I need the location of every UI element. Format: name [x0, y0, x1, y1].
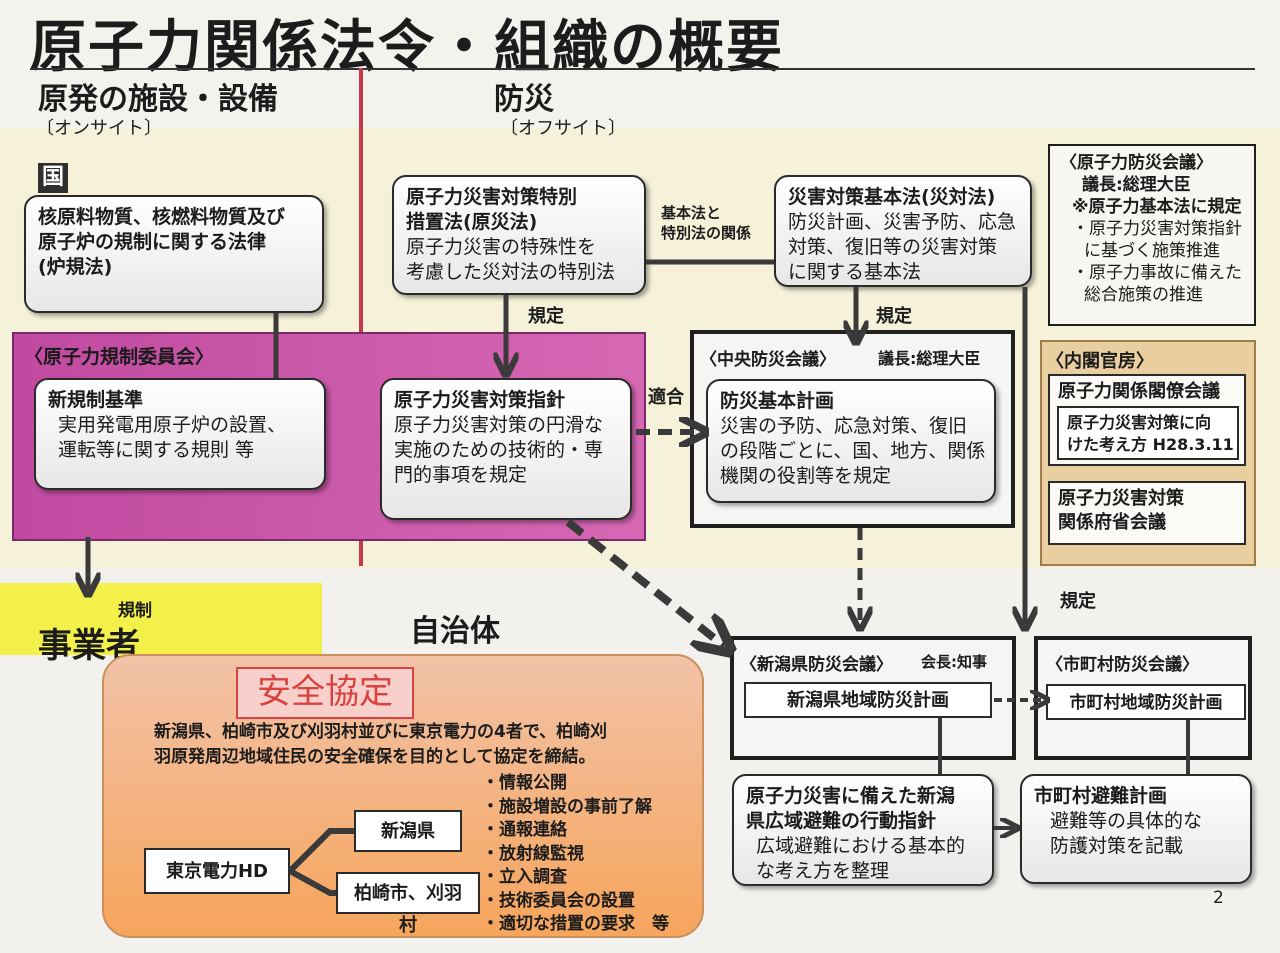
evacuation-plan-box: 市町村避難計画 避難等の具体的な 防護対策を記載 — [1020, 774, 1252, 884]
nuclear-disaster-council-box: 〈原子力防災会議〉 議長:総理大臣 ※原子力基本法に規定 ・原子力災害対策指針 … — [1048, 144, 1256, 326]
guideline-line: 実施のための技術的・専 — [394, 439, 604, 461]
municipal-council-header: 〈市町村防災会議〉 — [1046, 655, 1199, 675]
guideline-dashed-arrow — [565, 518, 724, 646]
tepco-connector — [287, 828, 354, 874]
council-item: 総合施策の推進 — [1084, 285, 1203, 305]
council-note: ※原子力基本法に規定 — [1072, 197, 1242, 217]
kitei-label: 規定 — [1060, 591, 1096, 612]
policy-box: 原子力災害対策に向 けた考え方 H28.3.11 — [1057, 406, 1239, 460]
ministries-line: 原子力災害対策 — [1058, 488, 1184, 509]
new-regulation-line: 運転等に関する規則 等 — [58, 439, 255, 461]
basic-act-line: 対策、復旧等の災害対策 — [788, 236, 998, 258]
new-regulation-title: 新規制基準 — [48, 389, 144, 411]
basic-plan-box: 防災基本計画 災害の予防、応急対策、復旧 の段階ごとに、国、地方、関係 機関の役… — [706, 379, 996, 503]
nuclear-disaster-act-title: 原子力災害対策特別 — [406, 186, 578, 208]
guideline-line: 門的事項を規定 — [394, 464, 528, 486]
basic-act-title: 災害対策基本法(災対法) — [788, 186, 996, 208]
agreement-item: ・立入調査 — [482, 867, 567, 887]
council-chair: 議長:総理大臣 — [1082, 175, 1191, 195]
nuclear-disaster-act-line: 考慮した災対法の特別法 — [406, 261, 616, 283]
agreement-item: ・適切な措置の要求 等 — [482, 914, 669, 934]
safety-agreement-desc: 新潟県、柏崎市及び刈羽村並びに東京電力の4者で、柏崎刈 羽原発周辺地域住民の安全… — [154, 720, 607, 770]
relation-label-line: 特別法の関係 — [661, 224, 752, 242]
ministries-line: 関係府省会議 — [1058, 512, 1166, 533]
basic-act-line: 防災計画、災害予防、応急 — [788, 211, 1017, 233]
basic-plan-line: 機関の役割等を規定 — [720, 465, 892, 487]
council-title: 〈原子力防災会議〉 — [1060, 153, 1213, 173]
guideline-title: 原子力災害対策指針 — [394, 389, 566, 411]
nuclear-disaster-act-line: 原子力災害の特殊性を — [406, 236, 597, 258]
ministerial-meeting-title: 原子力関係閣僚会議 — [1058, 381, 1220, 402]
local-government-label: 自治体 — [410, 614, 500, 649]
safety-agreement-title: 安全協定 — [236, 667, 414, 719]
niigata-pref-box: 新潟県 — [354, 810, 462, 852]
reactor-law-box: 核原料物質、核燃料物質及び 原子炉の規制に関する法律 (炉規法) — [24, 195, 324, 313]
niigata-council-header: 〈新潟県防災会議〉 — [740, 655, 893, 675]
operator-highlight — [0, 583, 322, 655]
basic-act-box: 災害対策基本法(災対法) 防災計画、災害予防、応急 対策、復旧等の災害対策 に関… — [774, 175, 1032, 287]
onsite-heading: 原発の施設・設備 — [38, 82, 278, 117]
agreement-item: ・通報連絡 — [482, 820, 567, 840]
evacuation-plan-line: 避難等の具体的な — [1050, 810, 1203, 832]
kashiwazaki-kariwa-box: 柏崎市、刈羽村 — [336, 872, 480, 936]
agreement-items: ・情報公開 ・施設増設の事前了解 ・通報連絡 ・放射線監視 ・立入調査 ・技術委… — [482, 772, 669, 937]
central-council-header: 〈中央防災会議〉 — [700, 350, 836, 370]
niigata-plan-box: 新潟県地域防災計画 — [744, 682, 992, 718]
central-council-chair: 議長:総理大臣 — [878, 349, 981, 368]
nuclear-disaster-act-title: 措置法(原災法) — [406, 211, 538, 233]
kitei-label: 規定 — [876, 306, 912, 327]
evacuation-guideline-title: 県広域避難の行動指針 — [746, 810, 937, 832]
tepco-box: 東京電力HD — [144, 848, 290, 894]
council-item: に基づく施策推進 — [1084, 241, 1220, 261]
offsite-subheading: 〔オフサイト〕 — [500, 118, 626, 139]
agreement-item: ・放射線監視 — [482, 843, 584, 864]
safety-desc-line: 新潟県、柏崎市及び刈羽村並びに東京電力の4者で、柏崎刈 — [154, 722, 608, 742]
council-item: ・原子力事故に備えた — [1072, 263, 1242, 283]
reactor-law-line: (炉規法) — [38, 256, 113, 278]
nuclear-disaster-act-box: 原子力災害対策特別 措置法(原災法) 原子力災害の特殊性を 考慮した災対法の特別… — [392, 175, 646, 295]
policy-line: 原子力災害対策に向 — [1067, 413, 1212, 432]
reactor-law-line: 核原料物質、核燃料物質及び — [38, 206, 286, 228]
kitei-label: 規定 — [528, 306, 564, 327]
relation-label-line: 基本法と — [661, 204, 722, 222]
agreement-item: ・情報公開 — [482, 773, 567, 793]
divider-line — [359, 68, 363, 566]
safety-desc-line: 羽原発周辺地域住民の安全確保を目的として協定を締結。 — [154, 747, 596, 767]
niigata-council-chair: 会長:知事 — [921, 653, 987, 671]
tepco-connector — [288, 868, 336, 896]
page-number: 2 — [1213, 888, 1224, 908]
cabinet-secretariat-header: 〈内閣官房〉 — [1046, 351, 1154, 372]
offsite-heading: 防災 — [494, 82, 554, 117]
reactor-law-line: 原子炉の規制に関する法律 — [38, 231, 267, 253]
new-regulation-line: 実用発電用原子炉の設置、 — [58, 414, 287, 436]
council-item: ・原子力災害対策指針 — [1072, 219, 1242, 239]
new-regulation-box: 新規制基準 実用発電用原子炉の設置、 運転等に関する規則 等 — [34, 378, 326, 490]
guideline-line: 原子力災害対策の円滑な — [394, 414, 604, 436]
kuni-label: 国 — [38, 163, 68, 193]
guideline-box: 原子力災害対策指針 原子力災害対策の円滑な 実施のための技術的・専 門的事項を規… — [380, 378, 632, 520]
title-rule — [30, 68, 1255, 70]
operator-kisei-label: 規制 — [118, 601, 152, 621]
agreement-item: ・施設増設の事前了解 — [482, 796, 652, 817]
tekigou-label: 適合 — [648, 387, 684, 408]
basic-plan-title: 防災基本計画 — [720, 390, 835, 412]
ministries-meeting-box: 原子力災害対策 関係府省会議 — [1048, 481, 1246, 545]
evacuation-plan-title: 市町村避難計画 — [1034, 785, 1168, 807]
evacuation-guideline-line: な考え方を整理 — [756, 860, 890, 882]
evacuation-guideline-title: 原子力災害に備えた新潟 — [746, 785, 956, 807]
policy-line: けた考え方 H28.3.11 — [1067, 435, 1234, 454]
relation-label: 基本法と 特別法の関係 — [661, 203, 751, 243]
basic-act-line: に関する基本法 — [788, 261, 922, 283]
basic-plan-line: の段階ごとに、国、地方、関係 — [720, 440, 986, 462]
evacuation-guideline-line: 広域避難における基本的 — [756, 835, 966, 857]
onsite-subheading: 〔オンサイト〕 — [36, 118, 162, 139]
agreement-item: ・技術委員会の設置 — [482, 890, 635, 911]
basic-plan-line: 災害の予防、応急対策、復旧 — [720, 415, 968, 437]
evacuation-plan-line: 防護対策を記載 — [1050, 835, 1184, 857]
regulation-commission-header: 〈原子力規制委員会〉 — [24, 346, 215, 368]
evacuation-guideline-box: 原子力災害に備えた新潟 県広域避難の行動指針 広域避難における基本的 な考え方を… — [732, 774, 994, 886]
